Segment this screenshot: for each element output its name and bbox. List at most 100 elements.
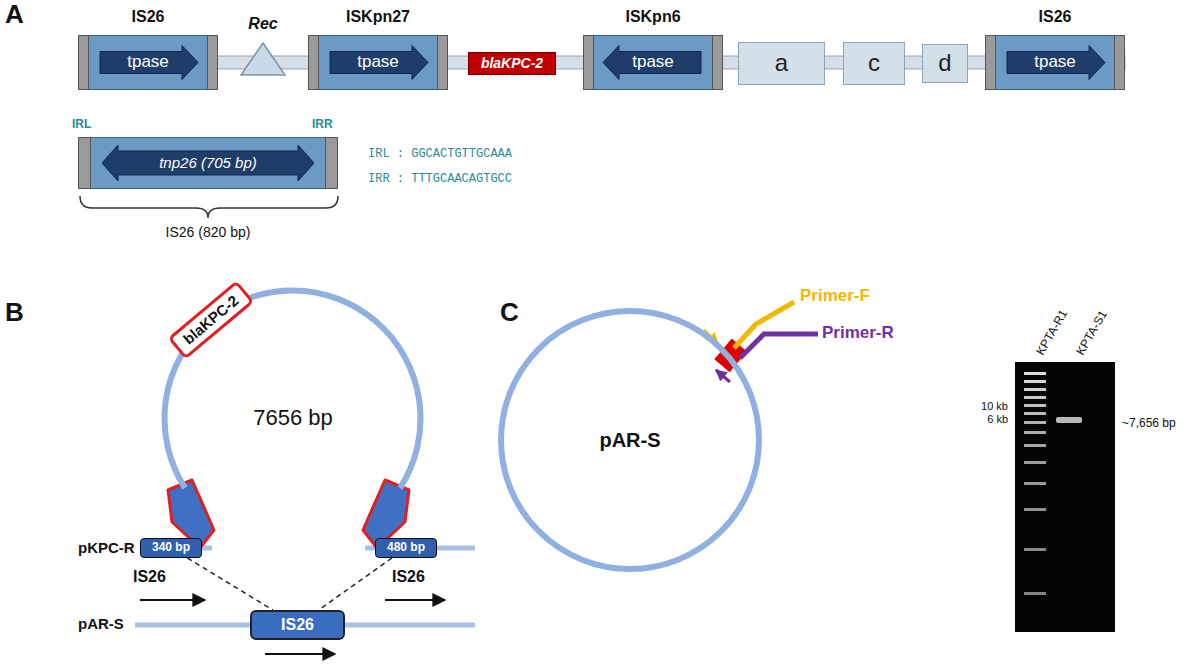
element-body [995, 36, 1115, 90]
ladder-band [1024, 431, 1046, 434]
annotation: IS26 [133, 568, 166, 586]
gene-box: c [843, 42, 905, 85]
sample-band [1056, 417, 1082, 423]
ladder-band [1024, 508, 1046, 511]
rec-triangle-shape [241, 43, 285, 75]
panel-letter: C [500, 298, 519, 328]
box-label: IS26 [281, 616, 314, 634]
resistance-gene-box: blaKPC-2 [468, 52, 556, 75]
ladder-band [1024, 548, 1046, 551]
annotation: IRR [312, 118, 333, 132]
ladder-band [1024, 461, 1046, 464]
annotation: 10 kb [981, 400, 1008, 413]
inverted-repeat [438, 36, 448, 90]
direction-arrow [265, 653, 335, 655]
plasmid-circle: pAR-S [498, 308, 762, 572]
element-name: Rec [248, 15, 277, 33]
box-label: tpase [1034, 53, 1076, 72]
primer-f-line [734, 302, 794, 348]
insertion-sequence-box: IS26tpase [985, 35, 1125, 90]
box-label: d [938, 50, 951, 76]
inverted-repeat [309, 36, 319, 90]
annotation: pKPC-R [78, 539, 135, 556]
inverted-repeat [713, 36, 723, 90]
annotation: Primer-R [822, 323, 894, 343]
insertion-sequence-box: ISKpn6tpase [583, 35, 723, 90]
primer-r-arrow [716, 370, 730, 382]
panel-letter: A [5, 0, 24, 30]
annotation: 6 kb [987, 413, 1008, 426]
annotation: KPTA-S1 [1074, 308, 1111, 357]
transposase-arrow [1007, 46, 1105, 80]
ladder-band [1024, 421, 1046, 424]
box-label: tpase [357, 53, 399, 72]
ladder-band [1024, 396, 1046, 399]
inverted-repeat [208, 36, 218, 90]
transposase-arrow [100, 46, 198, 80]
resistance-gene-tag: blaKPC-2 [168, 280, 255, 359]
element-name: ISKpn27 [346, 8, 410, 26]
transposase-arrow [330, 46, 428, 80]
element-body [593, 36, 713, 90]
gene-box: a [738, 42, 825, 85]
box-label: a [775, 50, 788, 76]
annotation: IRL [72, 118, 91, 132]
bracket [80, 196, 338, 218]
direction-arrow [385, 599, 445, 601]
element-name: IS26 [132, 8, 165, 26]
is26-element-box: tnp26 (705 bp) [78, 137, 338, 189]
ladder-band [1024, 372, 1046, 375]
element-body [318, 36, 438, 90]
element-body [88, 36, 208, 90]
box-label: blaKPC-2 [180, 292, 242, 348]
fragment-box: 480 bp [375, 538, 437, 558]
ladder-band [1024, 592, 1046, 595]
plasmid-ring [165, 291, 421, 488]
dashed-connector [187, 558, 272, 610]
gene-box: d [922, 44, 968, 83]
inverted-repeat [1115, 36, 1125, 90]
gel-image [1015, 362, 1115, 632]
insertion-sequence-box: IS26tpase [78, 35, 218, 90]
box-label: c [868, 50, 880, 76]
annotation: pAR-S [78, 615, 124, 632]
is26-box: IS26 [250, 610, 345, 640]
box-label: tnp26 (705 bp) [159, 155, 257, 172]
inverted-repeat [326, 138, 338, 189]
shape-outline [240, 42, 286, 76]
panel-letter: B [5, 298, 24, 328]
box-label: 7656 bp [253, 406, 333, 430]
annotation: ~7,656 bp [1122, 417, 1176, 431]
element-name: IS26 [1039, 8, 1072, 26]
element-name: ISKpn6 [625, 8, 680, 26]
box-label: tpase [127, 53, 169, 72]
direction-arrow [140, 599, 205, 601]
box-label: 340 bp [152, 541, 190, 554]
ladder-band [1024, 404, 1046, 407]
transposase-arrow [102, 145, 314, 181]
rec-triangle: Rec [240, 42, 286, 76]
ladder-band [1024, 482, 1046, 485]
fragment-box: 340 bp [140, 538, 202, 558]
element-body [90, 138, 326, 189]
ladder-band [1024, 444, 1046, 447]
box-label: 480 bp [387, 541, 425, 554]
annotation: IRR : TTTGCAACAGTGCC [368, 173, 512, 187]
inverted-repeat [584, 36, 594, 90]
ladder-band [1024, 388, 1046, 391]
box-label: tpase [632, 53, 674, 72]
inverted-repeat [79, 138, 91, 189]
annotation: IS26 [392, 568, 425, 586]
insertion-sequence-box: ISKpn27tpase [308, 35, 448, 90]
box-label: pAR-S [599, 429, 660, 451]
primer-r-line [740, 334, 818, 358]
annotation: IS26 (820 bp) [166, 224, 251, 240]
annotation: Primer-F [800, 286, 870, 306]
box-label: blaKPC-2 [481, 56, 543, 71]
plasmid-ring [501, 311, 759, 569]
inverted-repeat [986, 36, 996, 90]
annotation: KPTA-R1 [1034, 308, 1071, 358]
transposase-arrow [603, 46, 701, 80]
dashed-connector [319, 558, 392, 610]
